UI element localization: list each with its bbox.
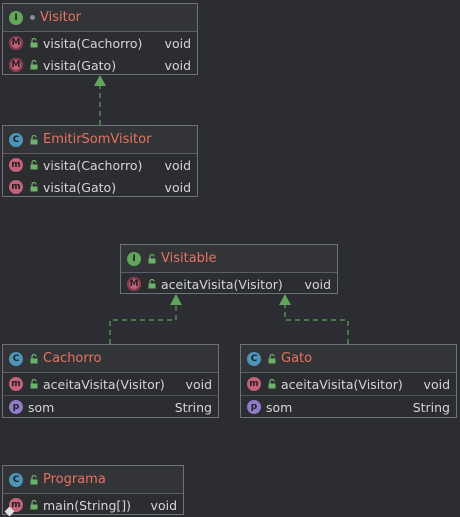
lock-open-icon [268, 379, 276, 389]
return-type: void [185, 376, 212, 392]
lock-open-icon [30, 353, 38, 363]
class-header: I Visitor [3, 4, 197, 32]
field-row[interactable]: p som String [241, 395, 456, 418]
field-name: som [266, 399, 293, 415]
lock-open-icon [148, 279, 156, 289]
return-type: void [304, 276, 331, 292]
class-programa[interactable]: C Programa m main(String[]) void [2, 465, 184, 517]
method-name: visita(Gato) [43, 179, 117, 195]
class-name: EmitirSomVisitor [43, 132, 152, 147]
arrowhead-visitable-right [279, 294, 291, 305]
class-header: C Cachorro [3, 345, 218, 373]
method-name: aceitaVisita(Visitor) [43, 376, 165, 392]
class-header: C Programa [3, 466, 183, 494]
lock-open-icon [30, 38, 38, 48]
return-type: void [164, 157, 191, 173]
class-name: Gato [281, 351, 313, 366]
class-name: Visitable [161, 251, 217, 266]
interface-icon: I [127, 251, 141, 266]
runnable-class-icon: C [9, 472, 23, 487]
class-emitir-som-visitor[interactable]: C EmitirSomVisitor m visita(Cachorro) vo… [2, 125, 198, 197]
lock-open-icon [30, 474, 38, 484]
class-icon: C [9, 132, 23, 147]
method-name: aceitaVisita(Visitor) [281, 376, 403, 392]
edge-cachorro-implements-visitable [109, 304, 177, 344]
field-type: String [174, 399, 212, 415]
method-icon: m [247, 377, 261, 391]
static-marker-icon [4, 506, 15, 517]
arrowhead-visitor [94, 75, 106, 86]
arrowhead-visitable-left [170, 294, 182, 305]
abstract-method-icon: M [9, 58, 23, 72]
method-name: visita(Cachorro) [43, 35, 143, 51]
abstract-dot-icon [30, 15, 35, 20]
class-name: Cachorro [43, 351, 102, 366]
member-row[interactable]: M visita(Gato) void [3, 54, 197, 76]
return-type: void [164, 179, 191, 195]
return-type: void [164, 57, 191, 73]
class-gato[interactable]: C Gato m aceitaVisita(Visitor) void p so… [240, 344, 457, 418]
field-row[interactable]: p som String [3, 395, 218, 418]
field-type: String [412, 399, 450, 415]
property-icon: p [247, 400, 261, 414]
abstract-method-icon: M [127, 277, 141, 291]
method-icon: m [9, 158, 23, 172]
return-type: void [423, 376, 450, 392]
member-row[interactable]: M visita(Cachorro) void [3, 32, 197, 54]
abstract-method-icon: M [9, 36, 23, 50]
lock-open-icon [30, 60, 38, 70]
class-header: I Visitable [121, 245, 337, 273]
return-type: void [164, 35, 191, 51]
class-name: Visitor [40, 10, 81, 25]
member-row[interactable]: m visita(Cachorro) void [3, 154, 197, 176]
class-icon: C [247, 351, 261, 366]
class-header: C Gato [241, 345, 456, 373]
member-row[interactable]: M aceitaVisita(Visitor) void [121, 273, 337, 295]
interface-icon: I [9, 10, 23, 25]
field-name: som [28, 399, 55, 415]
class-visitor[interactable]: I Visitor M visita(Cachorro) void M visi… [2, 3, 198, 75]
class-icon: C [9, 351, 23, 366]
lock-open-icon [30, 182, 38, 192]
member-row[interactable]: m aceitaVisita(Visitor) void [3, 373, 218, 395]
method-icon: m [9, 180, 23, 194]
lock-open-icon [30, 134, 38, 144]
member-row[interactable]: m visita(Gato) void [3, 176, 197, 198]
class-name: Programa [43, 472, 106, 487]
static-method-icon: m [4, 498, 23, 517]
class-cachorro[interactable]: C Cachorro m aceitaVisita(Visitor) void … [2, 344, 219, 418]
method-name: visita(Cachorro) [43, 157, 143, 173]
method-icon: m [9, 377, 23, 391]
lock-open-icon [30, 500, 38, 510]
class-header: C EmitirSomVisitor [3, 126, 197, 154]
class-visitable[interactable]: I Visitable M aceitaVisita(Visitor) void [120, 244, 338, 294]
return-type: void [150, 497, 177, 513]
lock-open-icon [30, 160, 38, 170]
lock-open-icon [268, 353, 276, 363]
method-name: visita(Gato) [43, 57, 117, 73]
lock-open-icon [148, 253, 156, 263]
method-name: main(String[]) [43, 497, 132, 513]
lock-open-icon [30, 379, 38, 389]
member-row[interactable]: m main(String[]) void [3, 494, 183, 517]
property-icon: p [9, 400, 23, 414]
method-name: aceitaVisita(Visitor) [161, 276, 283, 292]
member-row[interactable]: m aceitaVisita(Visitor) void [241, 373, 456, 395]
edge-gato-implements-visitable [284, 304, 349, 344]
